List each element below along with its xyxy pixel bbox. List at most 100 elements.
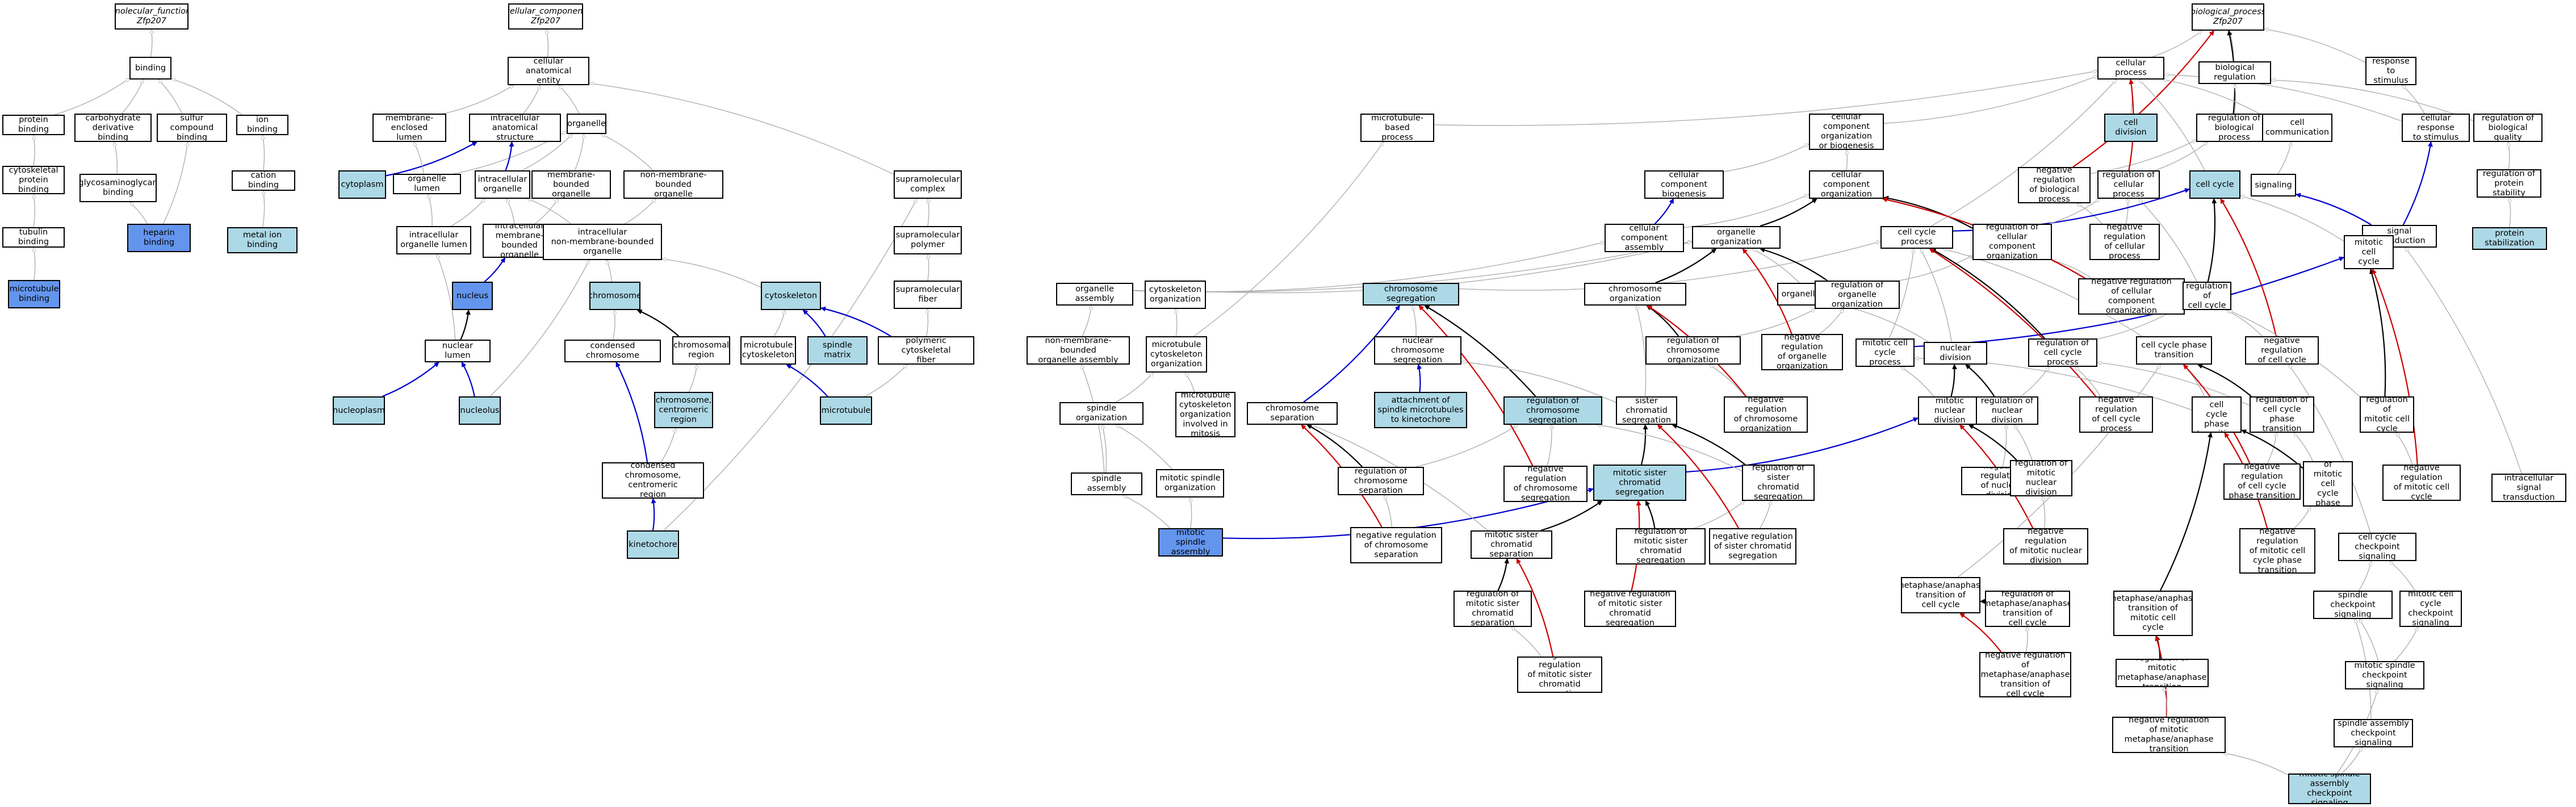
go-term-mitotic-cell-cycle[interactable]: mitotic cell cycle	[2344, 235, 2394, 269]
go-term-reg-bio-quality[interactable]: regulation of biological quality	[2473, 114, 2543, 142]
go-term-cation-binding[interactable]: cation binding	[232, 170, 295, 191]
go-term-cc-biogenesis[interactable]: cellular component biogenesis	[1644, 170, 1724, 199]
go-term-nmb-organelle[interactable]: non-membrane-bounded organelle	[623, 170, 723, 199]
go-term-carb-binding[interactable]: carbohydrate derivative binding	[74, 114, 152, 142]
go-term-bio-regulation[interactable]: biological regulation	[2198, 61, 2271, 84]
go-term-mt-cytoskel-mitosis[interactable]: microtubule cytoskeleton organization in…	[1175, 392, 1235, 437]
go-term-kinetochore[interactable]: kinetochore	[627, 530, 679, 559]
go-term-chr-separation[interactable]: chromosome separation	[1247, 402, 1338, 425]
go-term-mt-cytoskel-org[interactable]: microtubule cytoskeleton organization	[1146, 336, 1207, 373]
go-term-mitotic-spindle-assembly-checkpoint[interactable]: mitotic spindle assembly checkpoint sign…	[2288, 773, 2371, 804]
go-term-ias[interactable]: intracellular anatomical structure	[469, 114, 561, 142]
go-term-metaphase-anaphase-cc[interactable]: metaphase/anaphase transition of cell cy…	[1901, 577, 1980, 613]
go-term-polymeric-fiber[interactable]: polymeric cytoskeletal fiber	[878, 336, 974, 365]
go-term-reg-cell-cycle[interactable]: regulation of cell cycle	[2183, 282, 2231, 310]
go-term-intracellular-signal[interactable]: intracellular signal transduction	[2491, 474, 2566, 502]
go-term-mitotic-spindle-org[interactable]: mitotic spindle organization	[1156, 469, 1224, 497]
go-term-reg-organelle-org[interactable]: regulation of organelle organization	[1815, 281, 1900, 309]
go-term-reg-cellular-process[interactable]: regulation of cellular process	[2097, 170, 2160, 199]
go-term-neg-reg-mitotic-sister-sep[interactable]: negative regulation of mitotic sister ch…	[1517, 657, 1602, 693]
go-term-supramol-complex[interactable]: supramolecular complex	[894, 170, 962, 199]
go-term-reg-nuclear-division[interactable]: regulation of nuclear division	[1976, 396, 2038, 425]
go-term-gag-binding[interactable]: glycosaminoglycan binding	[79, 174, 157, 202]
go-term-mitotic-spindle-assembly[interactable]: mitotic spindle assembly	[1158, 528, 1223, 557]
go-term-cell-cycle[interactable]: cell cycle	[2189, 170, 2240, 199]
go-term-intra-org-lumen[interactable]: intracellular organelle lumen	[396, 226, 471, 254]
go-term-reg-mitotic-cc-phase-transition[interactable]: regulation of mitotic cell cycle phase t…	[2303, 461, 2353, 507]
go-term-reg-sister-seg[interactable]: regulation of sister chromatid segregati…	[1742, 465, 1815, 501]
go-term-reg-chr-seg[interactable]: regulation of chromosome segregation	[1503, 396, 1602, 425]
go-term-cytoskel-binding[interactable]: cytoskeletal protein binding	[2, 166, 65, 194]
go-term-chr-organization[interactable]: chromosome organization	[1584, 283, 1686, 306]
go-term-organelle-assembly[interactable]: organelle assembly	[1056, 283, 1133, 306]
go-term-cc-organization[interactable]: cellular component organization	[1809, 170, 1884, 199]
go-term-cc-phase-transition[interactable]: cell cycle phase transition	[2136, 336, 2212, 365]
go-term-cellular-response[interactable]: cellular response to stimulus	[2402, 114, 2470, 142]
go-term-reg-mitotic-metaphase-anaphase[interactable]: regulation of mitotic metaphase/anaphase…	[2116, 659, 2209, 687]
go-term-mitotic-sister-sep[interactable]: mitotic sister chromatid separation	[1471, 530, 1552, 559]
go-term-neg-reg-cc-org[interactable]: negative regulation of cellular componen…	[2078, 278, 2185, 315]
go-term-signaling[interactable]: signaling	[2251, 174, 2296, 196]
go-term-neg-reg-cell-cycle[interactable]: negative regulation of cell cycle	[2245, 336, 2319, 365]
go-term-mitotic-cc-checkpoint[interactable]: mitotic cell cycle checkpoint signaling	[2399, 591, 2462, 627]
go-term-reg-chr-org[interactable]: regulation of chromosome organization	[1645, 336, 1741, 365]
go-term-neg-reg-cell-cycle-process[interactable]: negative regulation of cell cycle proces…	[2079, 396, 2153, 433]
go-term-microtubule[interactable]: microtubule	[820, 396, 872, 425]
go-term-bp[interactable]: biological_process Zfp207	[2192, 3, 2264, 31]
go-term-supramol-polymer[interactable]: supramolecular polymer	[894, 226, 962, 254]
go-term-chr-region[interactable]: chromosomal region	[672, 336, 730, 365]
go-term-neg-reg-mitotic-cell-cycle[interactable]: negative regulation of mitotic cell cycl…	[2382, 465, 2461, 501]
go-term-neg-reg-metaphase-anaphase-cc[interactable]: negative regulation of metaphase/anaphas…	[1979, 652, 2071, 697]
go-term-attachment-kinetochore[interactable]: attachment of spindle microtubules to ki…	[1374, 392, 1467, 428]
go-term-chr-centromeric[interactable]: chromosome, centromeric region	[654, 392, 713, 428]
go-term-nucleus[interactable]: nucleus	[452, 282, 493, 310]
go-term-reg-bio-process[interactable]: regulation of biological process	[2196, 114, 2272, 142]
go-term-neg-reg-chr-org[interactable]: negative regulation of chromosome organi…	[1724, 396, 1808, 433]
go-term-neg-reg-mitotic-sister-seg[interactable]: negative regulation of mitotic sister ch…	[1584, 591, 1676, 627]
go-term-reg-mitotic-sister-sep[interactable]: regulation of mitotic sister chromatid s…	[1454, 591, 1532, 627]
go-term-nmb-assembly[interactable]: non-membrane-bounded organelle assembly	[1027, 336, 1130, 365]
go-term-cc-assembly[interactable]: cellular component assembly	[1605, 224, 1684, 252]
go-term-reg-mitotic-sister-seg[interactable]: regulation of mitotic sister chromatid s…	[1616, 528, 1706, 565]
go-term-cell-communication[interactable]: cell communication	[2262, 114, 2332, 142]
go-term-mt-process[interactable]: microtubule-based process	[1360, 114, 1434, 142]
go-term-heparin-binding[interactable]: heparin binding	[127, 224, 191, 252]
go-term-organelle-org[interactable]: organelle organization	[1692, 226, 1781, 249]
go-term-metaphase-anaphase-mitotic[interactable]: metaphase/anaphase transition of mitotic…	[2113, 591, 2193, 636]
go-term-chromosome[interactable]: chromosome	[589, 282, 640, 310]
go-term-mitotic-cell-cycle-process[interactable]: mitotic cell cycle process	[1855, 338, 1915, 367]
go-term-reg-cc-org[interactable]: regulation of cellular component organiz…	[1972, 224, 2052, 260]
go-term-intra-nmb-org[interactable]: intracellular non-membrane-bounded organ…	[543, 224, 662, 260]
go-term-neg-reg-organelle-org[interactable]: negative regulation of organelle organiz…	[1761, 334, 1843, 370]
go-term-mitotic-spindle-checkpoint[interactable]: mitotic spindle checkpoint signaling	[2345, 661, 2424, 689]
go-term-neg-reg-chr-separation[interactable]: negative regulation of chromosome separa…	[1350, 527, 1442, 563]
go-term-cytoskeleton[interactable]: cytoskeleton	[761, 282, 821, 310]
go-term-cc[interactable]: cellular_component Zfp207	[508, 3, 583, 30]
go-term-organelle[interactable]: organelle	[567, 114, 606, 134]
go-term-cytoplasm[interactable]: cytoplasm	[338, 170, 386, 199]
go-term-reg-cell-cycle-process[interactable]: regulation of cell cycle process	[2028, 338, 2097, 367]
go-term-mitotic-sister-seg[interactable]: mitotic sister chromatid segregation	[1593, 465, 1686, 501]
go-term-reg-chr-separation[interactable]: regulation of chromosome separation	[1338, 467, 1424, 495]
go-term-metal-binding[interactable]: metal ion binding	[227, 227, 298, 253]
go-term-protein-stabilization[interactable]: protein stabilization	[2472, 227, 2547, 250]
go-term-spindle-matrix[interactable]: spindle matrix	[807, 336, 868, 365]
go-term-neg-reg-bio-process[interactable]: negative regulation of biological proces…	[2018, 167, 2091, 203]
go-term-condensed-centromeric[interactable]: condensed chromosome, centromeric region	[602, 462, 704, 499]
go-term-nucleolus[interactable]: nucleolus	[459, 396, 501, 425]
go-term-reg-protein-stability[interactable]: regulation of protein stability	[2477, 169, 2541, 198]
go-term-cell-division[interactable]: cell division	[2104, 114, 2158, 142]
go-term-cell-cycle-process[interactable]: cell cycle process	[1880, 226, 1953, 249]
go-term-mb-organelle[interactable]: membrane-bounded organelle	[531, 170, 611, 199]
go-term-reg-mitotic-cell-cycle[interactable]: regulation of mitotic cell cycle	[2360, 396, 2414, 433]
go-term-neg-reg-mitotic-metaphase-anaphase[interactable]: negative regulation of mitotic metaphase…	[2112, 717, 2226, 753]
go-term-mf[interactable]: molecular_function Zfp207	[115, 3, 189, 30]
go-term-nuclear-division[interactable]: nuclear division	[1924, 342, 1987, 365]
go-term-nuclear-lumen[interactable]: nuclear lumen	[425, 340, 491, 362]
go-term-mt-binding[interactable]: microtubule binding	[8, 280, 60, 308]
go-term-neg-reg-cc-phase-transition[interactable]: negative regulation of cell cycle phase …	[2223, 463, 2301, 500]
go-term-condensed-chr[interactable]: condensed chromosome	[564, 340, 661, 362]
go-term-sulfur-binding[interactable]: sulfur compound binding	[157, 114, 227, 142]
go-term-mt-cytoskeleton[interactable]: microtubule cytoskeleton	[740, 336, 796, 365]
go-term-cc-checkpoint[interactable]: cell cycle checkpoint signaling	[2338, 533, 2416, 561]
